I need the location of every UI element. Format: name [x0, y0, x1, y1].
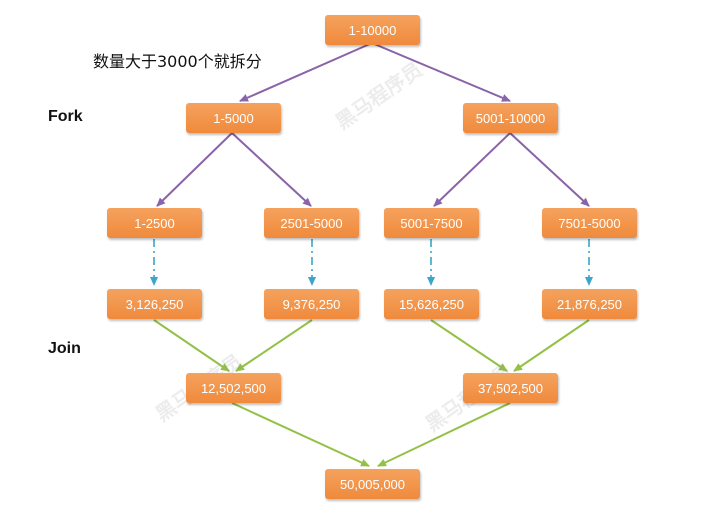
join-arrow-d — [513, 319, 590, 372]
node-result-a: 3,126,250 — [107, 289, 202, 319]
node-l1-right: 5001-10000 — [463, 103, 558, 133]
node-join-left: 12,502,500 — [186, 373, 281, 403]
split-threshold-note: 数量大于3000个就拆分 — [93, 52, 262, 71]
join-arrow-b — [235, 319, 313, 372]
join-arrow-c — [430, 319, 508, 372]
fork-arrow-left-a — [156, 132, 233, 207]
node-l1-left: 1-5000 — [186, 103, 281, 133]
node-l2-a: 1-2500 — [107, 208, 202, 238]
node-root: 1-10000 — [325, 15, 420, 45]
join-label: Join — [48, 340, 81, 357]
node-l2-b: 2501-5000 — [264, 208, 359, 238]
node-join-right: 37,502,500 — [463, 373, 558, 403]
node-result-b: 9,376,250 — [264, 289, 359, 319]
fork-arrow-right-d — [509, 132, 590, 207]
fork-arrow-left-b — [231, 132, 312, 207]
fork-arrow-right-c — [433, 132, 511, 207]
join-arrow-left-final — [231, 402, 370, 467]
fork-label: Fork — [48, 108, 83, 125]
node-result-c: 15,626,250 — [384, 289, 479, 319]
join-arrows — [153, 319, 590, 467]
node-l2-c: 5001-7500 — [384, 208, 479, 238]
fork-arrows — [156, 42, 590, 207]
node-l2-d: 7501-5000 — [542, 208, 637, 238]
join-arrow-right-final — [377, 402, 511, 467]
node-result-d: 21,876,250 — [542, 289, 637, 319]
node-final: 50,005,000 — [325, 469, 420, 499]
compute-arrows — [150, 239, 593, 286]
join-arrow-a — [153, 319, 230, 372]
fork-arrow-root-right — [371, 42, 511, 102]
fork-arrow-root-left — [239, 42, 373, 102]
